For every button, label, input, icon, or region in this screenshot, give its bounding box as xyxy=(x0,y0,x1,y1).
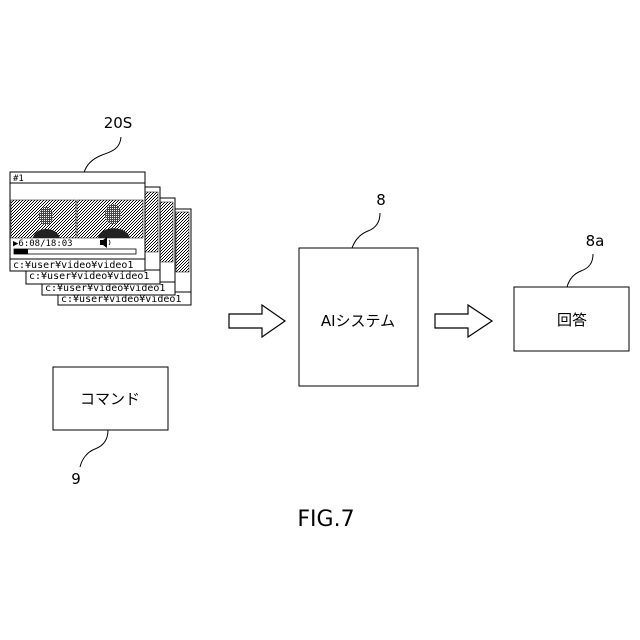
command-ref: 9 xyxy=(71,470,81,488)
command-label: コマンド xyxy=(80,390,140,408)
video-stack-leader xyxy=(84,137,121,173)
answer-label: 回答 xyxy=(557,311,587,329)
answer-leader xyxy=(567,254,593,287)
playback-time: ▶6:08/18:03 xyxy=(13,239,73,249)
command-leader xyxy=(80,430,108,467)
video-frame-left xyxy=(11,200,76,238)
video-path-2: c:¥user¥video¥video1 xyxy=(29,271,149,282)
window-number: #1 xyxy=(13,174,24,184)
progress-bar xyxy=(14,249,136,254)
video-path-1: c:¥user¥video¥video1 xyxy=(13,260,133,271)
ai-system-leader xyxy=(352,213,380,248)
answer-ref: 8a xyxy=(586,232,605,250)
video-stack-ref: 20S xyxy=(104,114,133,132)
arrow-to-answer xyxy=(435,305,492,337)
ai-system-label: AIシステム xyxy=(321,312,395,330)
arrow-to-ai-system xyxy=(229,305,285,337)
figure-label: FIG.7 xyxy=(297,507,354,532)
ai-system-ref: 8 xyxy=(376,191,386,209)
video-path-3: c:¥user¥video¥video1 xyxy=(45,283,165,294)
video-window-1: #1 ▶6:08/18:03 c:¥user¥video¥video1 xyxy=(10,172,145,271)
video-path-4: c:¥user¥video¥video1 xyxy=(61,294,181,305)
video-frame-right xyxy=(77,200,143,238)
